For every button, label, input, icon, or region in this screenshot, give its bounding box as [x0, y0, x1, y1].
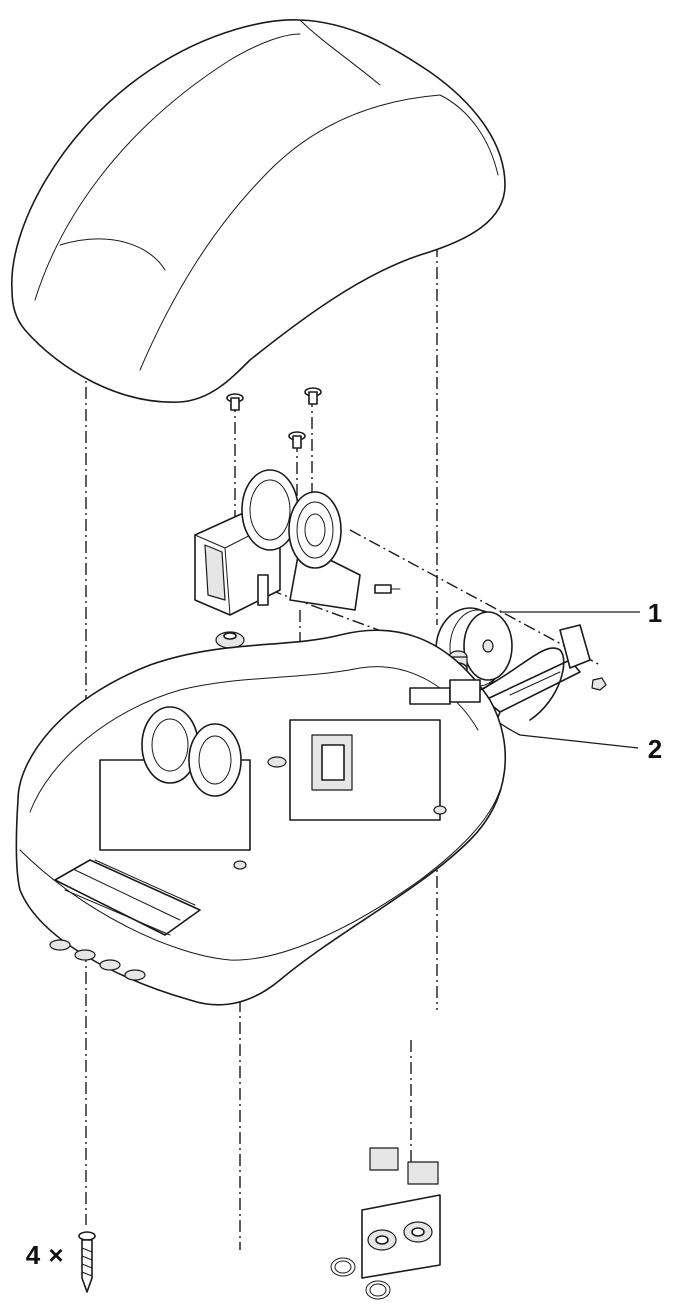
quantity-count: 4 [26, 1240, 41, 1270]
top-cover [11, 18, 506, 403]
callout-label-2: 2 [648, 734, 662, 764]
bottom-screw [78, 1231, 96, 1293]
callout-label-1: 1 [648, 598, 662, 628]
screw-top-right [304, 387, 322, 405]
screw-top-middle [288, 431, 306, 449]
rubber-rings [330, 1257, 391, 1300]
base-housing [15, 629, 565, 1006]
quantity-multiply-symbol: × [48, 1240, 63, 1270]
screw-top-left [226, 393, 244, 411]
foot-pads [361, 1147, 441, 1279]
